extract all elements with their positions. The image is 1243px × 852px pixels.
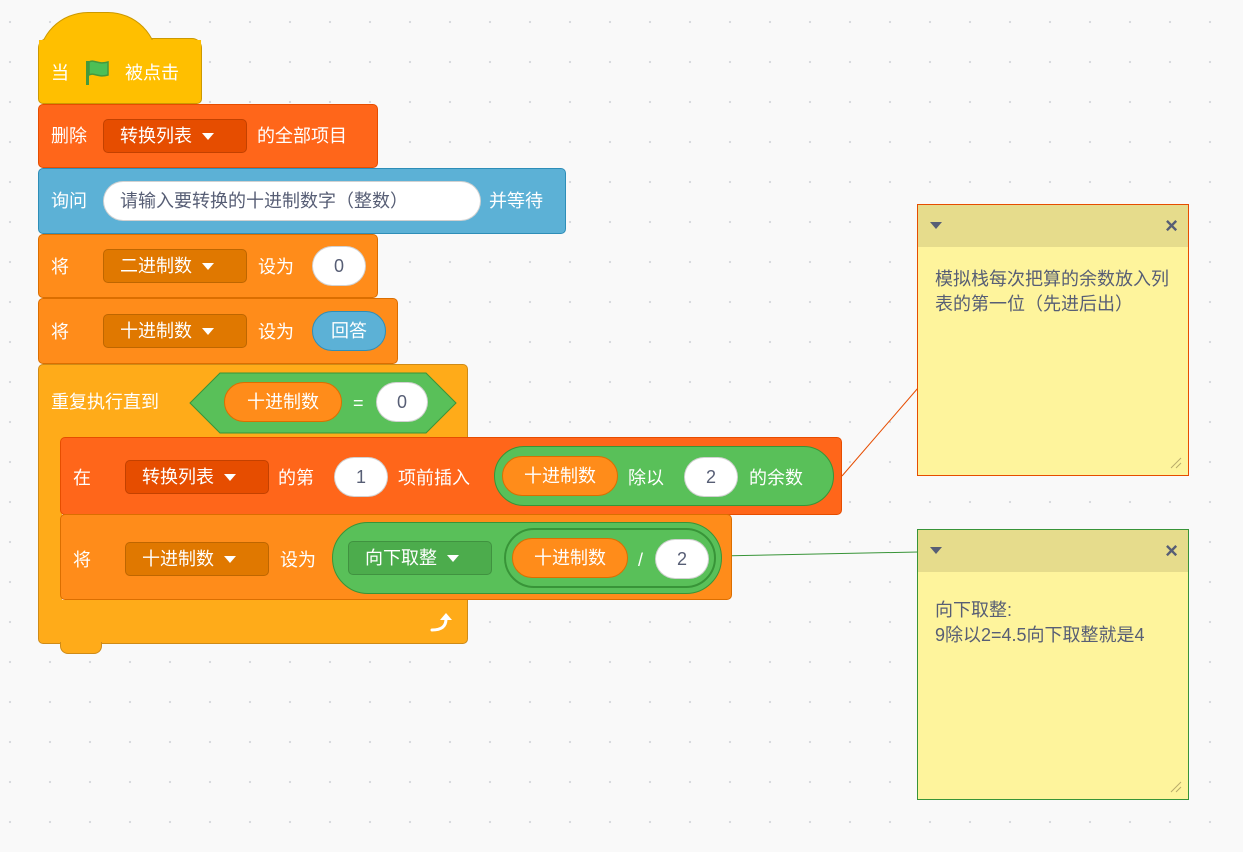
ask-label: 询问 — [51, 191, 87, 211]
when-label: 当 — [51, 63, 69, 83]
comment-note[interactable]: × 模拟栈每次把算的余数放入列表的第一位（先进后出） — [917, 204, 1189, 476]
compare-value-input[interactable]: 0 — [376, 382, 428, 422]
comment-note[interactable]: × 向下取整: 9除以2=4.5向下取整就是4 — [917, 529, 1189, 800]
variable-dropdown[interactable]: 二进制数 — [103, 249, 247, 283]
math-function-dropdown[interactable]: 向下取整 — [348, 541, 492, 575]
insert-in-label: 在 — [73, 468, 91, 488]
ask-suffix-label: 并等待 — [489, 191, 543, 211]
set-label: 将 — [73, 550, 91, 570]
comment-text[interactable]: 模拟栈每次把算的余数放入列表的第一位（先进后出） — [935, 269, 1169, 314]
variable-dropdown[interactable]: 十进制数 — [103, 314, 247, 348]
comment-connector-2 — [717, 551, 919, 557]
delete-label: 删除 — [51, 126, 87, 146]
caret-down-icon — [224, 556, 236, 563]
caret-down-icon — [202, 133, 214, 140]
variable-dropdown-value: 十进制数 — [142, 549, 214, 569]
hat-fill — [39, 40, 201, 62]
decimal-variable-reporter[interactable]: 十进制数 — [502, 456, 618, 496]
resize-grip-icon[interactable] — [1170, 457, 1182, 469]
comment-connector-1 — [841, 387, 919, 477]
caret-down-icon — [202, 263, 214, 270]
remainder-label: 的余数 — [749, 468, 803, 488]
clicked-label: 被点击 — [125, 63, 179, 83]
equals-operator: = — [353, 393, 364, 413]
variable-dropdown-value: 二进制数 — [120, 256, 192, 276]
mod-label: 除以 — [628, 468, 664, 488]
resize-grip-icon[interactable] — [1170, 781, 1182, 793]
list-dropdown[interactable]: 转换列表 — [103, 119, 247, 153]
block-notch — [60, 642, 102, 654]
collapse-icon[interactable] — [930, 547, 942, 554]
comment-text[interactable]: 向下取整: 9除以2=4.5向下取整就是4 — [935, 600, 1145, 645]
close-icon[interactable]: × — [1165, 213, 1178, 238]
collapse-icon[interactable] — [930, 222, 942, 229]
list-dropdown-value: 转换列表 — [142, 467, 214, 487]
comment-header[interactable]: × — [918, 205, 1188, 247]
set-to-label: 设为 — [258, 257, 294, 277]
ask-prompt-input[interactable]: 请输入要转换的十进制数字（整数） — [103, 181, 481, 221]
delete-suffix-label: 的全部项目 — [257, 126, 347, 146]
value-input[interactable]: 0 — [312, 246, 366, 286]
set-label: 将 — [51, 322, 69, 342]
caret-down-icon — [447, 555, 459, 562]
close-icon[interactable]: × — [1165, 538, 1178, 563]
divisor-input[interactable]: 2 — [655, 539, 709, 579]
loop-arrow-icon — [428, 612, 454, 639]
set-to-label: 设为 — [258, 322, 294, 342]
decimal-variable-reporter[interactable]: 十进制数 — [512, 538, 628, 578]
variable-dropdown[interactable]: 十进制数 — [125, 542, 269, 576]
variable-dropdown-value: 十进制数 — [120, 321, 192, 341]
green-flag-icon[interactable] — [80, 58, 114, 91]
divide-operator: / — [638, 550, 644, 570]
repeat-until-arm — [38, 432, 62, 612]
set-label: 将 — [51, 257, 69, 277]
math-function-value: 向下取整 — [365, 548, 437, 568]
set-to-label: 设为 — [280, 550, 316, 570]
index-input[interactable]: 1 — [334, 457, 388, 497]
caret-down-icon — [224, 474, 236, 481]
decimal-variable-reporter[interactable]: 十进制数 — [224, 382, 342, 422]
divisor-input[interactable]: 2 — [684, 457, 738, 497]
comment-header[interactable]: × — [918, 530, 1188, 572]
list-dropdown[interactable]: 转换列表 — [125, 460, 269, 494]
answer-reporter[interactable]: 回答 — [312, 311, 386, 351]
repeat-until-label: 重复执行直到 — [51, 392, 159, 412]
repeat-until-footer — [38, 600, 468, 644]
insert-before-label: 项前插入 — [398, 468, 470, 488]
list-dropdown-value: 转换列表 — [120, 126, 192, 146]
caret-down-icon — [202, 328, 214, 335]
nth-label: 的第 — [278, 468, 314, 488]
